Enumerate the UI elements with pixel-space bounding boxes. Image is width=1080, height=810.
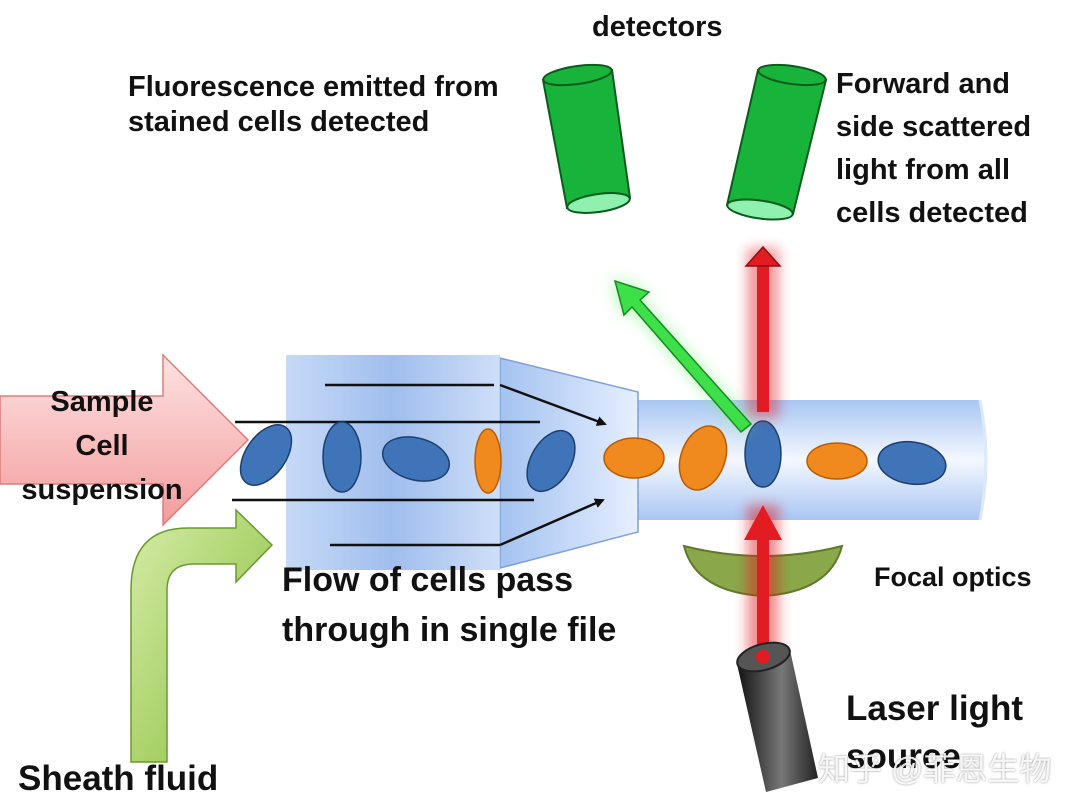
cells [239, 420, 947, 494]
focal-optics-label: Focal optics [874, 562, 1032, 592]
flow-lines [232, 383, 607, 547]
cell-blue [322, 421, 362, 493]
flow-label: Flow of cells pass through in single fil… [282, 561, 617, 649]
scatter-beam [744, 245, 782, 418]
cell-blue [239, 424, 293, 486]
fluorescence-detector [541, 63, 632, 214]
cell-orange [474, 428, 502, 494]
cell-orange [806, 442, 868, 480]
laser-beam [744, 505, 782, 660]
watermark: 知乎 @菲恩生物 [818, 751, 1052, 787]
sheath-label: Sheath fluid [18, 759, 219, 798]
cell-blue [526, 429, 576, 493]
laser-label: Laser light source [846, 689, 1023, 776]
cell-blue [877, 440, 947, 486]
scatter-label: Forward and side scattered light from al… [836, 68, 1032, 229]
laser-source [736, 641, 818, 792]
fluorescence-label: Fluorescence emitted from stained cells … [128, 71, 499, 138]
cell-orange [603, 437, 665, 479]
sheath-fluid-arrow [130, 508, 274, 763]
scatter-detector [725, 63, 828, 221]
detectors-label: detectors [592, 11, 723, 43]
cell-orange [678, 425, 728, 491]
fluorescence-arrow [612, 278, 753, 434]
sample-label: Sample Cell suspension [21, 386, 183, 506]
cell-blue [744, 420, 782, 488]
cell-blue [381, 436, 451, 482]
sample-arrow [0, 353, 250, 527]
